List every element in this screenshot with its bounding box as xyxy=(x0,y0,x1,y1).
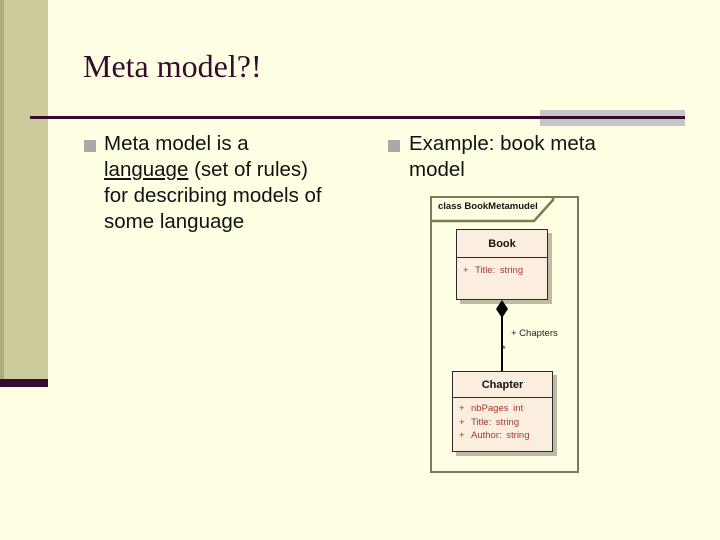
attribute-text: Author: string xyxy=(471,430,530,441)
attribute-visibility: + xyxy=(459,403,465,414)
attribute-text: Title: string xyxy=(475,265,524,276)
class-attributes-chapter: + nbPages int + Title: string + Author: … xyxy=(453,398,552,443)
class-attribute: + Author: string xyxy=(453,429,552,443)
uml-frame: class BookMetamudel Book + Title: string… xyxy=(430,196,579,473)
attribute-visibility: + xyxy=(459,416,465,428)
attribute-text: Title: string xyxy=(471,416,520,428)
class-name-chapter: Chapter xyxy=(453,372,552,398)
bullet-left-line4: some language xyxy=(104,210,245,233)
bullet-left-line2: language (set of rules) xyxy=(104,157,322,183)
class-box-chapter: Chapter + nbPages int + Title: string + … xyxy=(452,371,553,452)
attribute-visibility: + xyxy=(459,430,465,441)
bullet-square-icon xyxy=(388,140,400,152)
class-attribute: + nbPages int xyxy=(453,402,552,416)
page-title: Meta model?! xyxy=(83,48,262,84)
bullet-square-icon xyxy=(84,140,96,152)
association-multiplicity: * xyxy=(502,344,506,355)
sidebar-decoration xyxy=(0,0,48,379)
association-line xyxy=(501,316,503,372)
bullet-left-text: Meta model is a language (set of rules) … xyxy=(104,131,322,235)
bullet-left-line3: for describing models of xyxy=(104,184,322,207)
underlined-word: language xyxy=(104,158,189,181)
association-role-label: + Chapters xyxy=(511,328,558,339)
bullet-left-line1: Meta model is a xyxy=(104,132,249,155)
bullet-right-line1: Example: book meta xyxy=(409,132,596,155)
class-name-book: Book xyxy=(457,230,547,258)
frame-tab-label: class BookMetamudel xyxy=(438,201,538,212)
class-attribute: + Title: string xyxy=(457,264,547,278)
class-attributes-book: + Title: string xyxy=(457,258,547,278)
attribute-text: nbPages int xyxy=(471,403,524,414)
frame-tab-icon xyxy=(431,197,555,223)
class-box-book: Book + Title: string xyxy=(456,229,548,300)
attribute-visibility: + xyxy=(463,265,469,276)
class-attribute: + Title: string xyxy=(453,416,552,430)
bullet-right-text: Example: book meta model xyxy=(409,131,596,183)
bullet-right-line2: model xyxy=(409,158,465,181)
title-rule-line xyxy=(30,116,685,119)
sidebar-accent-bar xyxy=(0,379,48,387)
bullet-left-line2-rest: (set of rules) xyxy=(188,158,308,181)
composition-diamond-icon xyxy=(496,300,508,318)
